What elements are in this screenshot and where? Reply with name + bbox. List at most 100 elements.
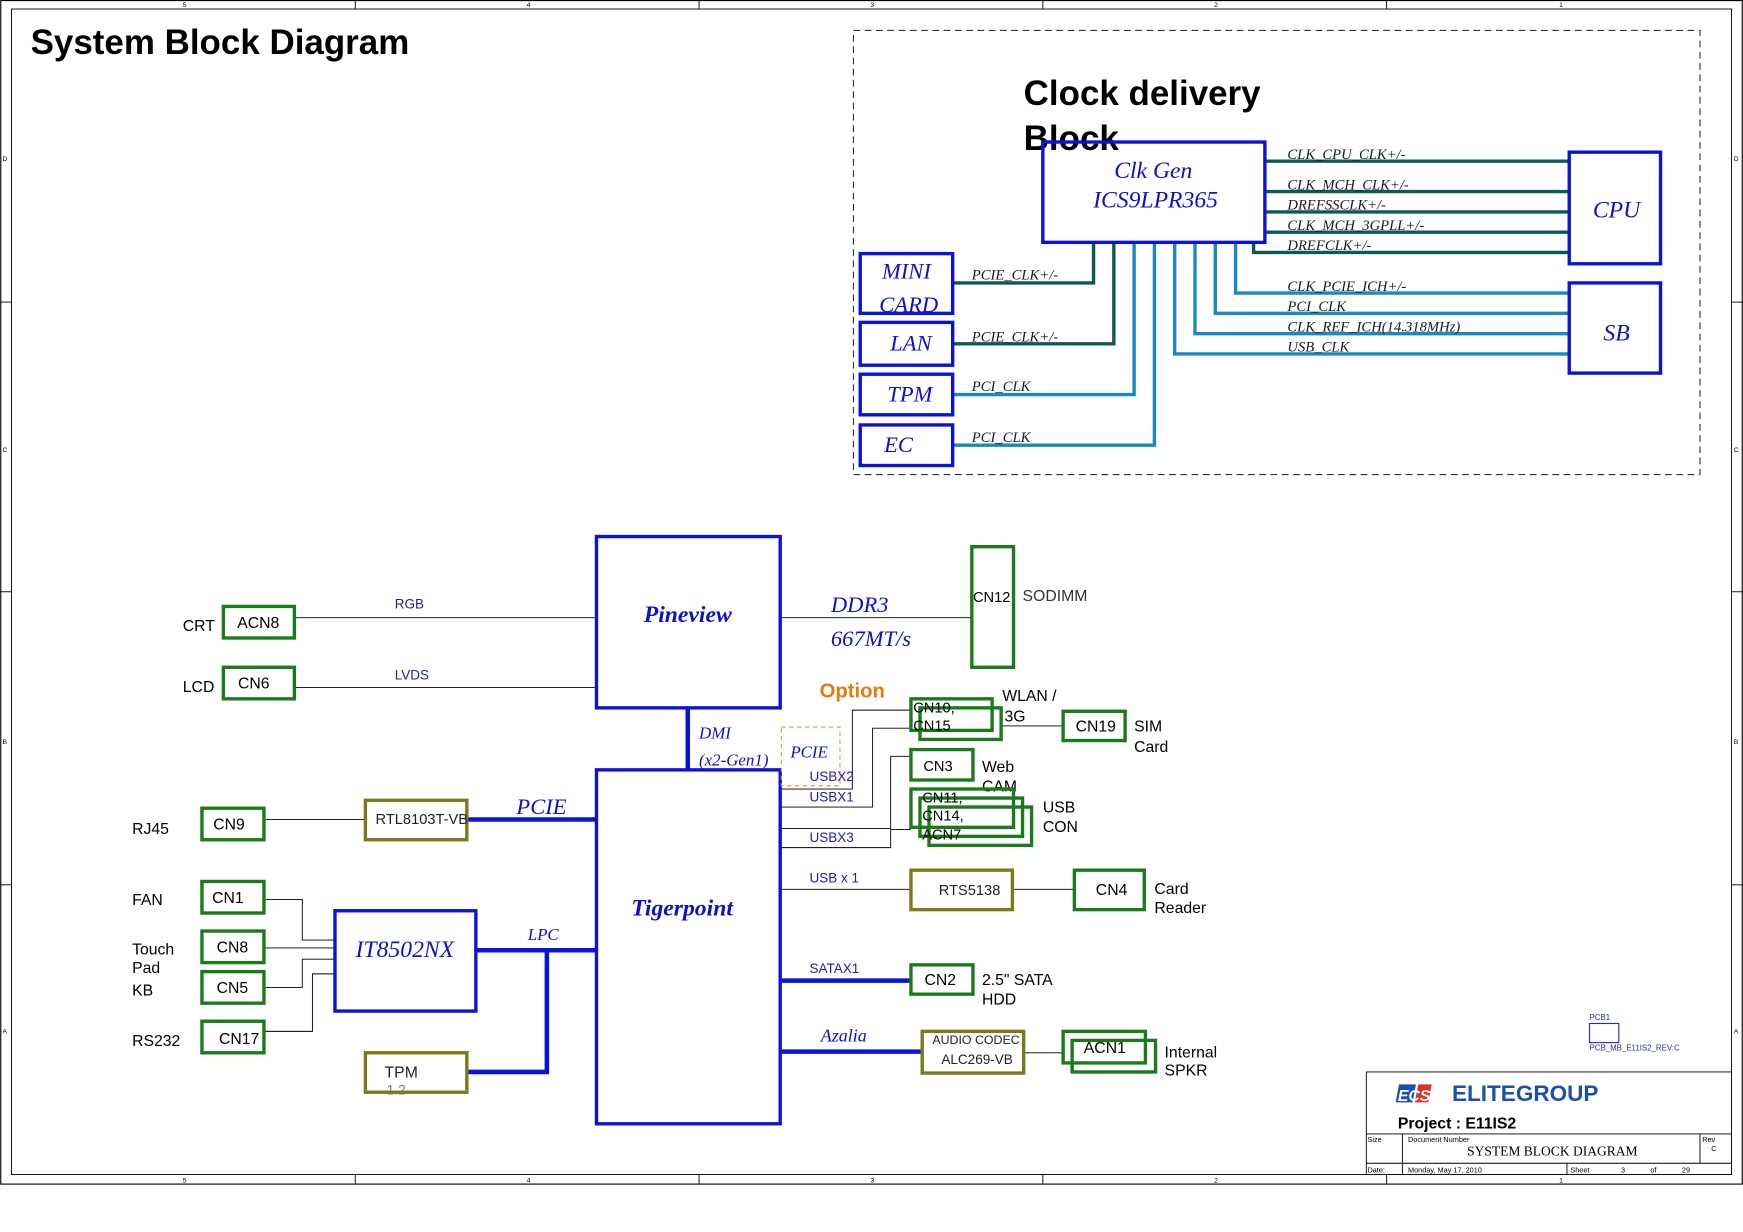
cn10-label-1: CN10,: [913, 700, 955, 716]
cn2-label: CN2: [924, 972, 956, 989]
page-title: System Block Diagram: [31, 23, 410, 62]
lan-label: LAN: [889, 331, 933, 356]
acn8-connector: [221, 604, 297, 640]
zone-col-top-4: 4: [527, 2, 531, 9]
cn1-label: CN1: [212, 890, 244, 907]
cn2-connector: [909, 963, 975, 996]
tpm12-chip: [363, 1051, 469, 1094]
pcie-option-label: PCIE: [789, 742, 828, 761]
cn9-label: CN9: [213, 817, 245, 834]
tpm12-label-1: TPM: [385, 1065, 418, 1082]
acn1-connector: [1061, 1029, 1148, 1065]
acn8-label: ACN8: [237, 615, 279, 632]
pcie-lan-label: PCIE: [515, 794, 566, 819]
speaker-label-2: SPKR: [1165, 1062, 1208, 1079]
dmi-gen-label: (x2-Gen1): [699, 750, 769, 769]
thick-buses: [466, 707, 923, 1075]
sata-hdd-label-1: 2.5" SATA: [982, 972, 1053, 989]
clock-generator-label-1: Clk Gen: [1114, 158, 1192, 184]
zone-col-bot-2: 2: [1214, 1177, 1218, 1184]
webcam-label-1: Web: [982, 759, 1014, 776]
audio-codec-label-2: ALC269-VB: [941, 1052, 1012, 1067]
cn8-label: CN8: [217, 939, 249, 956]
zone-row-right-b: B: [1734, 739, 1739, 746]
usbx2-label: USBX2: [810, 769, 854, 784]
sata-hdd-label-2: HDD: [982, 991, 1016, 1008]
pcie-option-frame: [780, 726, 841, 787]
size-label: Size: [1367, 1135, 1381, 1144]
rgb-label: RGB: [395, 597, 424, 612]
rts5138-chip: [909, 868, 1015, 912]
tpm12-label-2: 1.2: [387, 1082, 406, 1097]
sb-box: [1567, 281, 1663, 375]
sim-label-2: Card: [1134, 739, 1168, 756]
rev-label: Rev: [1702, 1135, 1715, 1144]
of-label: of: [1650, 1165, 1657, 1174]
wlan-label-2: 3G: [1005, 708, 1026, 725]
sig-drefclk: DREFCLK+/-: [1286, 238, 1371, 254]
cn11-label-1: CN11,: [922, 791, 962, 807]
cn17-label: CN17: [219, 1031, 259, 1048]
cn11-connector-back1: [918, 796, 1025, 839]
cardreader-label-2: Reader: [1154, 900, 1206, 917]
cn12-label: CN12: [973, 590, 1010, 606]
cn12-sodimm: [970, 544, 1016, 669]
cn4-connector: [1072, 868, 1146, 912]
frame-zone-ticks: [0, 0, 1743, 1184]
sig-dressclk: DREFSSCLK+/-: [1286, 198, 1386, 214]
sim-label-1: SIM: [1134, 719, 1162, 736]
rj45-label: RJ45: [132, 821, 169, 838]
zone-row-left-a: A: [2, 1029, 7, 1036]
sig-usb-clk: USB_CLK: [1287, 340, 1350, 356]
lan-box: [858, 320, 955, 367]
zone-row-left-b: B: [2, 739, 7, 746]
sig-mch-clk: CLK_MCH_CLK+/-: [1287, 177, 1408, 193]
clock-generator: [1041, 140, 1267, 245]
zone-col-top-5: 5: [183, 2, 187, 9]
rtl8103-chip: [363, 798, 469, 842]
zone-row-right-c: C: [1734, 447, 1739, 454]
cn19-connector: [1061, 709, 1127, 743]
zone-col-top-1: 1: [1559, 2, 1563, 9]
zone-row-left-c: C: [2, 447, 7, 454]
zone-col-bot-4: 4: [527, 1177, 531, 1184]
cn1-connector: [200, 879, 266, 915]
acn1-connector-back: [1070, 1038, 1158, 1074]
rts5138-label: RTS5138: [939, 883, 1001, 899]
webcam-label-2: CAM: [982, 778, 1017, 795]
cn6-label: CN6: [238, 676, 270, 693]
zone-col-bot-1: 1: [1559, 1177, 1563, 1184]
cn5-connector: [200, 969, 266, 1005]
clock-block-title-1: Clock delivery: [1024, 74, 1261, 113]
cn4-label: CN4: [1096, 882, 1128, 899]
mini-card-label-2: CARD: [879, 292, 938, 317]
rev-value: C: [1711, 1144, 1716, 1153]
speaker-label-1: Internal: [1165, 1044, 1218, 1061]
usbx1b-label: USB x 1: [810, 871, 860, 886]
sig-pci-clk-sb: PCI_CLK: [1286, 299, 1347, 315]
option-label: Option: [820, 681, 885, 703]
rtl8103-label: RTL8103T-VB: [376, 812, 469, 828]
cardreader-label-1: Card: [1154, 881, 1188, 898]
sheet-value: 3: [1621, 1165, 1625, 1174]
acn1-label: ACN1: [1084, 1040, 1126, 1057]
lcd-label: LCD: [183, 679, 215, 696]
cn10-connector: [909, 697, 994, 733]
satax1-label: SATAX1: [810, 961, 860, 976]
rs232-label: RS232: [132, 1033, 180, 1050]
sig-cpu-clk: CLK_CPU_CLK+/-: [1287, 147, 1405, 163]
cn8-connector: [200, 929, 266, 965]
pcb-name-label: PCB_MB_E11IS2_REV:C: [1590, 1044, 1680, 1053]
cn9-connector: [200, 806, 266, 842]
sheet-label: Sheet: [1570, 1165, 1589, 1174]
touch-label-1: Touch: [132, 942, 174, 959]
pcb-ref-box: [1588, 1022, 1620, 1044]
lpc-label: LPC: [527, 925, 560, 944]
zone-row-right-d: D: [1734, 156, 1739, 163]
cn6-connector: [221, 665, 297, 701]
ecs-logo-text: ECS: [1398, 1088, 1431, 1105]
sig-mch-3gpll: CLK_MCH_3GPLL+/-: [1287, 218, 1424, 234]
cpu-label: CPU: [1593, 198, 1642, 224]
zone-col-bot-3: 3: [870, 1177, 874, 1184]
